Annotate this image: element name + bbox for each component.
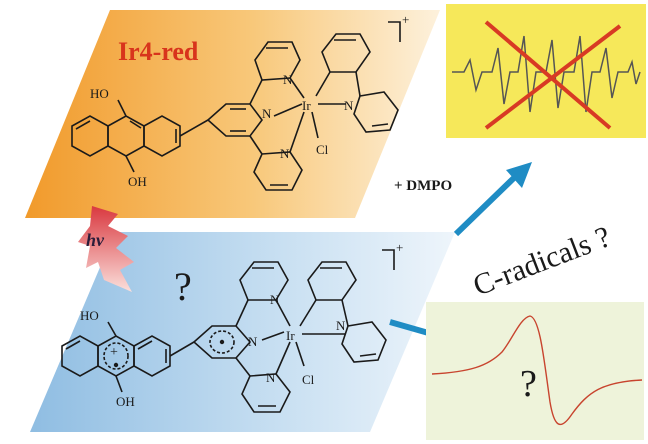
top-bracket-icon: [388, 21, 401, 42]
top-n-right: N: [344, 98, 354, 113]
bottom-question: ?: [174, 264, 192, 309]
bottom-n-center: N: [248, 334, 258, 349]
bottom-radical-dot-left: [113, 362, 119, 368]
top-n-upper: N: [283, 72, 293, 87]
dmpo-arrow: [453, 171, 521, 237]
light-symbol: hν: [86, 230, 105, 250]
bottom-panel-background: [30, 232, 455, 432]
bottom-bracket-icon: [382, 249, 395, 270]
top-cl-label: Cl: [316, 142, 329, 157]
top-panel-background: [25, 10, 440, 218]
bottom-ir-label: Ir: [286, 328, 295, 343]
bottom-plus-sign: +: [110, 345, 118, 360]
bottom-n-lower: N: [266, 370, 276, 385]
bottom-charge: +: [396, 240, 403, 255]
epr-top-cross-line-2: [484, 24, 622, 130]
bottom-ho-label: HO: [80, 308, 99, 323]
bottom-cl-label: Cl: [302, 372, 315, 387]
top-title: Ir4-red: [118, 37, 199, 66]
top-charge: +: [402, 12, 409, 27]
top-ho-label: HO: [90, 86, 109, 101]
top-ir-label: Ir: [302, 98, 311, 113]
bottom-structure: [61, 261, 387, 413]
epr-top-spectrum: [452, 35, 641, 113]
bottom-radical-dot-center: [219, 339, 225, 345]
top-structure: [71, 33, 399, 191]
bottom-oh-label: OH: [116, 394, 135, 409]
epr-bottom-question: ?: [520, 363, 537, 405]
epr-bottom-spectrum: [431, 315, 643, 426]
top-n-lower: N: [280, 146, 290, 161]
top-oh-label: OH: [128, 174, 147, 189]
epr-top-cross-line-1: [484, 20, 612, 130]
bottom-n-right: N: [336, 318, 346, 333]
light-flash-icon: [78, 206, 134, 292]
top-n-center: N: [262, 106, 272, 121]
dmpo-label: + DMPO: [394, 178, 452, 194]
dmpo-arrow-head: [506, 162, 532, 188]
bottom-n-upper: N: [270, 292, 280, 307]
c-radicals-label: C-radicals ?: [469, 220, 615, 302]
